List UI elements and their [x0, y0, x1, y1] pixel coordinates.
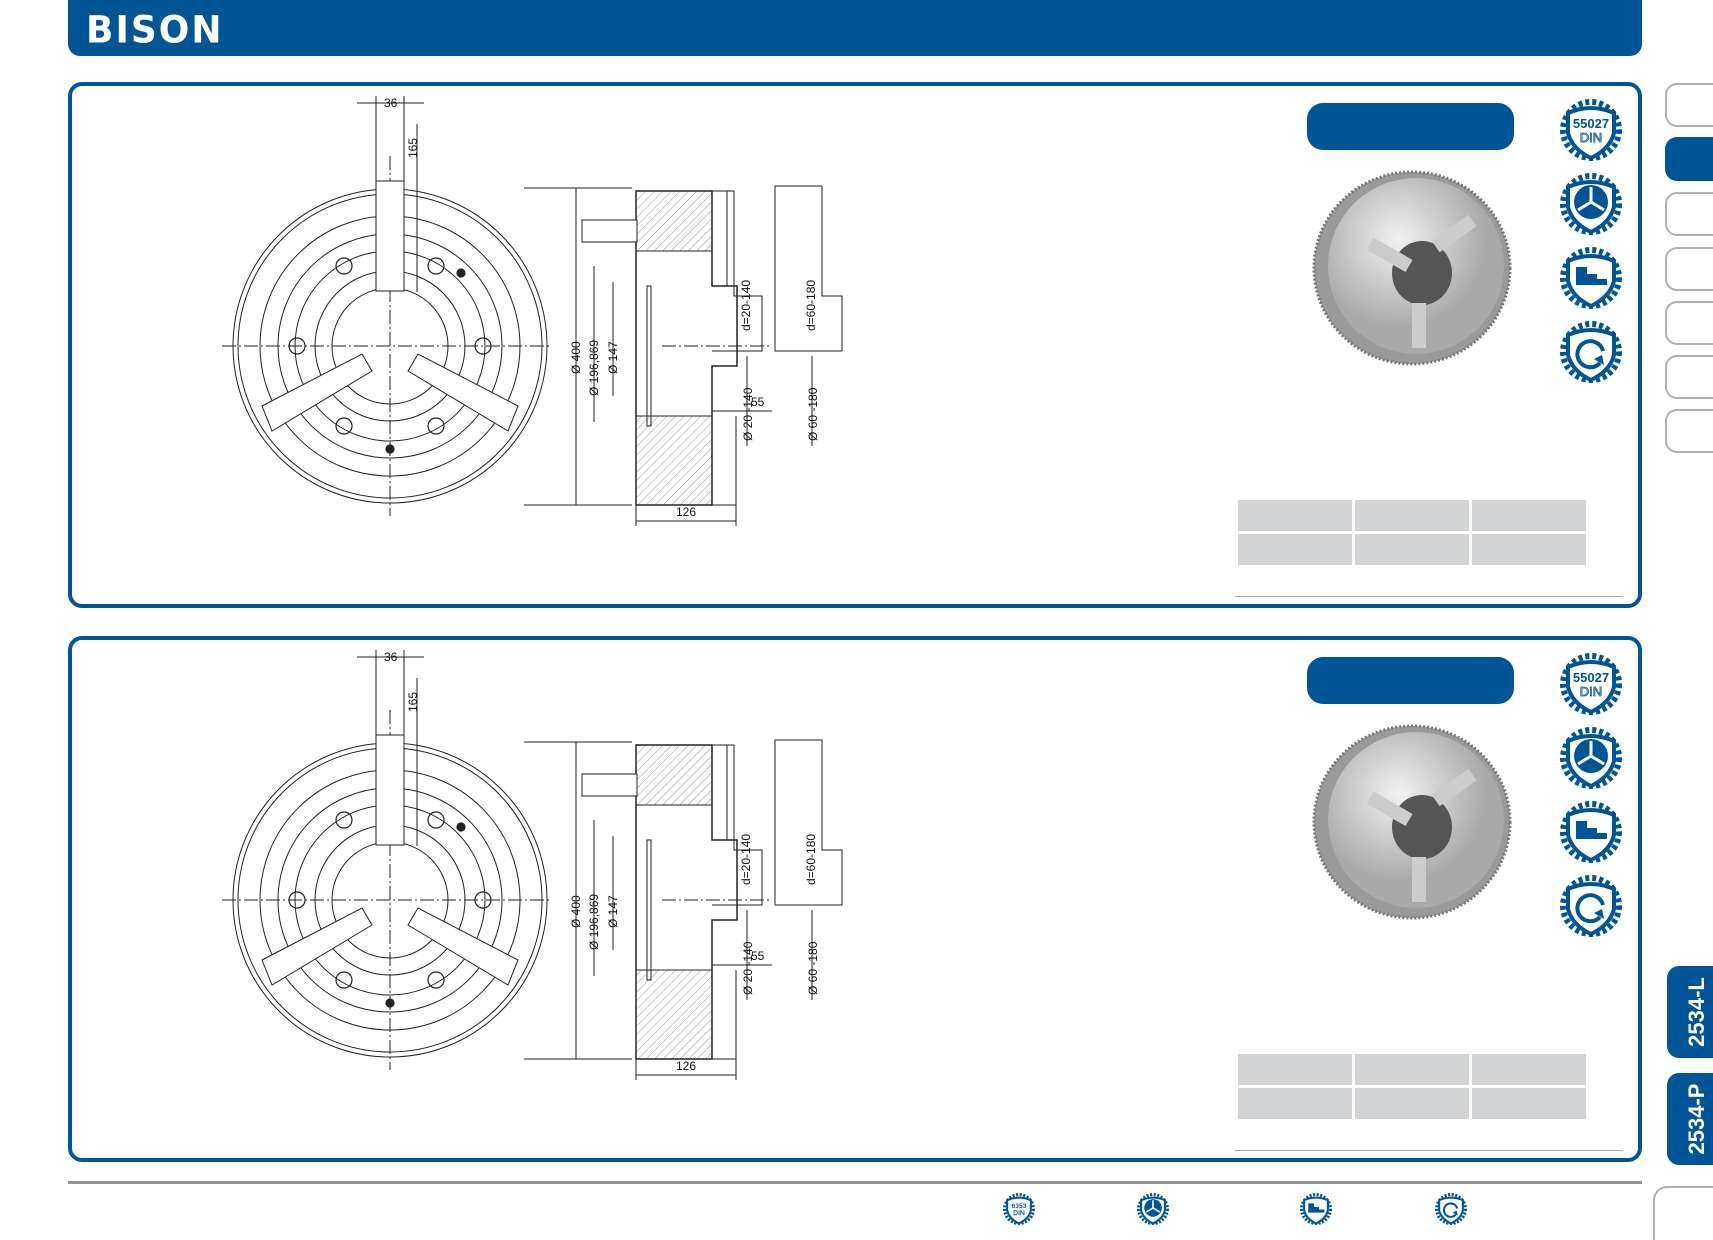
product-title-pill [1307, 657, 1514, 704]
spec-cell [1238, 1088, 1352, 1119]
spec-cell [1355, 1088, 1469, 1119]
side-tab-7[interactable] [1665, 409, 1713, 453]
side-tab-2534-l[interactable]: 2534-L [1667, 966, 1713, 1058]
dim-jaw-height: 55 [751, 949, 765, 963]
header-bar: BISON [68, 0, 1642, 56]
spec-cell [1238, 534, 1352, 565]
dim-slot-depth: 165 [406, 692, 420, 712]
stepped-jaw-icon [1560, 247, 1622, 309]
spec-cell [1355, 500, 1469, 531]
dim-jaw-height: 55 [751, 395, 765, 409]
grip-range-1: Ø 20 -140 [741, 941, 755, 995]
dim-slot-width: 36 [384, 96, 398, 110]
jaw-range-1: d=20-140 [739, 834, 753, 885]
badge-text: DIN [1580, 130, 1602, 145]
badge-number: 55027 [1573, 670, 1609, 685]
badge-text: DIN [1013, 1210, 1025, 1217]
chuck-product-photo [1312, 724, 1512, 920]
grip-range-1: Ø 20 -140 [741, 387, 755, 441]
rotation-icon [1560, 875, 1622, 937]
product-title-pill [1307, 103, 1514, 150]
side-tab-2-active[interactable] [1665, 137, 1713, 181]
dim-pitch-diameter: Ø 196,869 [587, 340, 601, 396]
jaw-range-1: d=20-140 [739, 280, 753, 331]
grip-range-2: Ø 60 -180 [806, 941, 820, 995]
badge-number: 55027 [1573, 116, 1609, 131]
section-view: Ø 400 Ø 196,869 Ø 147 d=20-140 d=60-180 … [524, 185, 843, 526]
product-panel-2: 36 165 Ø 400 Ø 196,869 Ø 147 d=20-140 [68, 636, 1642, 1162]
spec-cell [1472, 500, 1586, 531]
dim-body-height: 126 [676, 505, 696, 519]
spec-cell [1472, 534, 1586, 565]
side-tab-6[interactable] [1665, 355, 1713, 399]
dim-spigot-diameter: Ø 147 [606, 341, 620, 374]
side-tab-4[interactable] [1665, 247, 1713, 291]
page-corner-tab [1653, 1186, 1713, 1240]
dim-body-height: 126 [676, 1059, 696, 1073]
dim-slot-width: 36 [384, 650, 398, 664]
spec-cell [1472, 1054, 1586, 1085]
side-tab-3[interactable] [1665, 192, 1713, 236]
jaw-range-2: d=60-180 [804, 280, 818, 331]
footer-rotation-icon [1435, 1193, 1467, 1225]
footer-divider [68, 1181, 1642, 1184]
stepped-jaw-icon [1560, 801, 1622, 863]
side-tab-2534-p[interactable]: 2534-P [1667, 1073, 1713, 1165]
dim-slot-depth: 165 [406, 138, 420, 158]
bison-logo: BISON [86, 8, 224, 53]
jaw-range-2: d=60-180 [804, 834, 818, 885]
spec-table [1235, 1051, 1589, 1122]
technical-drawing: 36 165 Ø 400 Ø 196,869 Ø 147 d=20-140 [222, 96, 843, 526]
dim-outer-diameter: Ø 400 [569, 895, 583, 928]
dim-pitch-diameter: Ø 196,869 [587, 894, 601, 950]
chuck-product-photo [1312, 170, 1512, 366]
dim-spigot-diameter: Ø 147 [606, 895, 620, 928]
three-jaw-icon [1560, 727, 1622, 789]
side-tab-5[interactable] [1665, 301, 1713, 345]
spec-cell [1238, 500, 1352, 531]
footer-stepped-jaw-icon [1300, 1193, 1332, 1225]
side-tab-label: 2534-P [1684, 1083, 1709, 1155]
side-tab-label: 2534-L [1684, 977, 1709, 1047]
spec-cell [1355, 1054, 1469, 1085]
badge-text: DIN [1580, 684, 1602, 699]
technical-drawing: 36 165 Ø 400 Ø 196,869 Ø 147 d=20-140 [222, 650, 843, 1080]
footer-three-jaw-icon [1137, 1193, 1169, 1225]
product-panel-1: 36 165 Ø 400 Ø 196,869 Ø 147 d=20-140 [68, 82, 1642, 608]
section-view: Ø 400 Ø 196,869 Ø 147 d=20-140 d=60-180 … [524, 739, 843, 1080]
spec-cell [1355, 534, 1469, 565]
table-rule [1235, 596, 1623, 597]
table-rule [1235, 1150, 1623, 1151]
dim-outer-diameter: Ø 400 [569, 341, 583, 374]
three-jaw-icon [1560, 173, 1622, 235]
rotation-icon [1560, 321, 1622, 383]
front-view: 36 165 [222, 96, 552, 516]
badge-number: 6353 [1012, 1203, 1027, 1210]
spec-cell [1238, 1054, 1352, 1085]
front-view: 36 165 [222, 650, 552, 1070]
spec-table [1235, 497, 1589, 568]
grip-range-2: Ø 60 -180 [806, 387, 820, 441]
side-tab-1[interactable] [1665, 83, 1713, 127]
spec-cell [1472, 1088, 1586, 1119]
